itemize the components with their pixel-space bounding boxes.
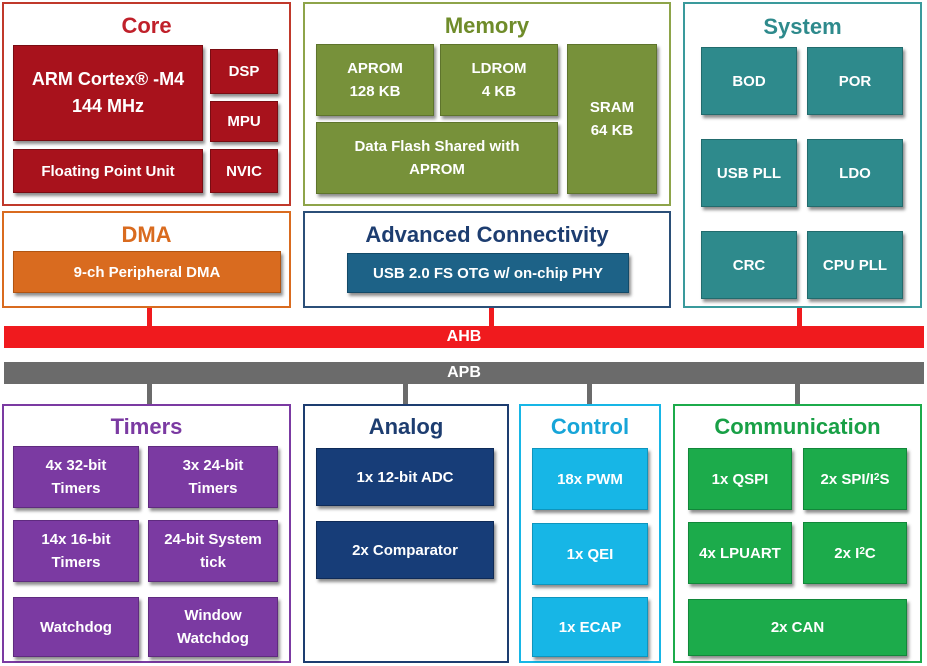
- spi-suffix: S: [879, 470, 890, 488]
- connectivity-title: Advanced Connectivity: [365, 222, 609, 247]
- core-nvic-block: NVIC: [210, 149, 278, 193]
- system-bod-block: BOD: [701, 47, 797, 115]
- memory-data-flash-block: Data Flash Shared with APROM: [316, 122, 558, 194]
- communication-qspi-block: 1x QSPI: [688, 448, 792, 510]
- control-title: Control: [550, 414, 630, 439]
- spi-label: 2x SPI/I: [820, 470, 874, 488]
- core-title: Core: [121, 13, 172, 38]
- dma-panel: DMA 9-ch Peripheral DMA: [2, 211, 291, 308]
- system-crc-block: CRC: [701, 231, 797, 299]
- communication-lpuart-block: 4x LPUART: [688, 522, 792, 584]
- timers-24bit-block: 3x 24-bit Timers: [148, 446, 278, 508]
- ahb-stub-dma: [147, 304, 152, 326]
- analog-adc-block: 1x 12-bit ADC: [316, 448, 494, 506]
- timers-title: Timers: [110, 414, 183, 439]
- control-pwm-block: 18x PWM: [532, 448, 648, 510]
- memory-aprom-block: APROM 128 KB: [316, 44, 434, 116]
- connectivity-panel: Advanced Connectivity USB 2.0 FS OTG w/ …: [303, 211, 671, 308]
- core-dsp-block: DSP: [210, 49, 278, 94]
- memory-panel: Memory APROM 128 KB LDROM 4 KB Data Flas…: [303, 2, 671, 206]
- communication-title: Communication: [714, 414, 881, 439]
- system-usb-pll-block: USB PLL: [701, 139, 797, 207]
- timers-systick-block: 24-bit System tick: [148, 520, 278, 582]
- timers-panel: Timers 4x 32-bit Timers 3x 24-bit Timers…: [2, 404, 291, 663]
- core-cpu-block: ARM Cortex® -M4 144 MHz: [13, 45, 203, 141]
- ahb-bus: AHB: [4, 326, 924, 348]
- timers-32bit-block: 4x 32-bit Timers: [13, 446, 139, 508]
- timers-window-watchdog-block: Window Watchdog: [148, 597, 278, 657]
- ahb-stub-system: [797, 304, 802, 326]
- core-fpu-block: Floating Point Unit: [13, 149, 203, 193]
- memory-title: Memory: [444, 13, 530, 38]
- communication-can-block: 2x CAN: [688, 599, 907, 656]
- control-qei-block: 1x QEI: [532, 523, 648, 585]
- ahb-stub-connectivity: [489, 304, 494, 326]
- memory-ldrom-block: LDROM 4 KB: [440, 44, 558, 116]
- analog-comparator-block: 2x Comparator: [316, 521, 494, 579]
- analog-title: Analog: [368, 414, 444, 439]
- dma-peripheral-block: 9-ch Peripheral DMA: [13, 251, 281, 293]
- control-ecap-block: 1x ECAP: [532, 597, 648, 657]
- dma-title: DMA: [121, 222, 172, 247]
- apb-stub-analog: [403, 384, 408, 406]
- i2c-label: 2x I: [834, 544, 860, 562]
- system-ldo-block: LDO: [807, 139, 903, 207]
- timers-16bit-block: 14x 16-bit Timers: [13, 520, 139, 582]
- system-title: System: [763, 14, 842, 39]
- apb-bus: APB: [4, 362, 924, 384]
- analog-panel: Analog 1x 12-bit ADC 2x Comparator: [303, 404, 509, 663]
- memory-sram-block: SRAM 64 KB: [567, 44, 657, 194]
- core-panel: Core ARM Cortex® -M4 144 MHz DSP MPU Flo…: [2, 2, 291, 206]
- timers-watchdog-block: Watchdog: [13, 597, 139, 657]
- system-por-block: POR: [807, 47, 903, 115]
- i2c-suffix: C: [864, 544, 876, 562]
- apb-stub-communication: [795, 384, 800, 406]
- apb-stub-timers: [147, 384, 152, 406]
- system-cpu-pll-block: CPU PLL: [807, 231, 903, 299]
- core-mpu-block: MPU: [210, 101, 278, 142]
- apb-stub-control: [587, 384, 592, 406]
- control-panel: Control 18x PWM 1x QEI 1x ECAP: [519, 404, 661, 663]
- system-panel: System BOD POR USB PLL LDO CRC CPU PLL: [683, 2, 922, 308]
- connectivity-usb-block: USB 2.0 FS OTG w/ on-chip PHY: [347, 253, 629, 293]
